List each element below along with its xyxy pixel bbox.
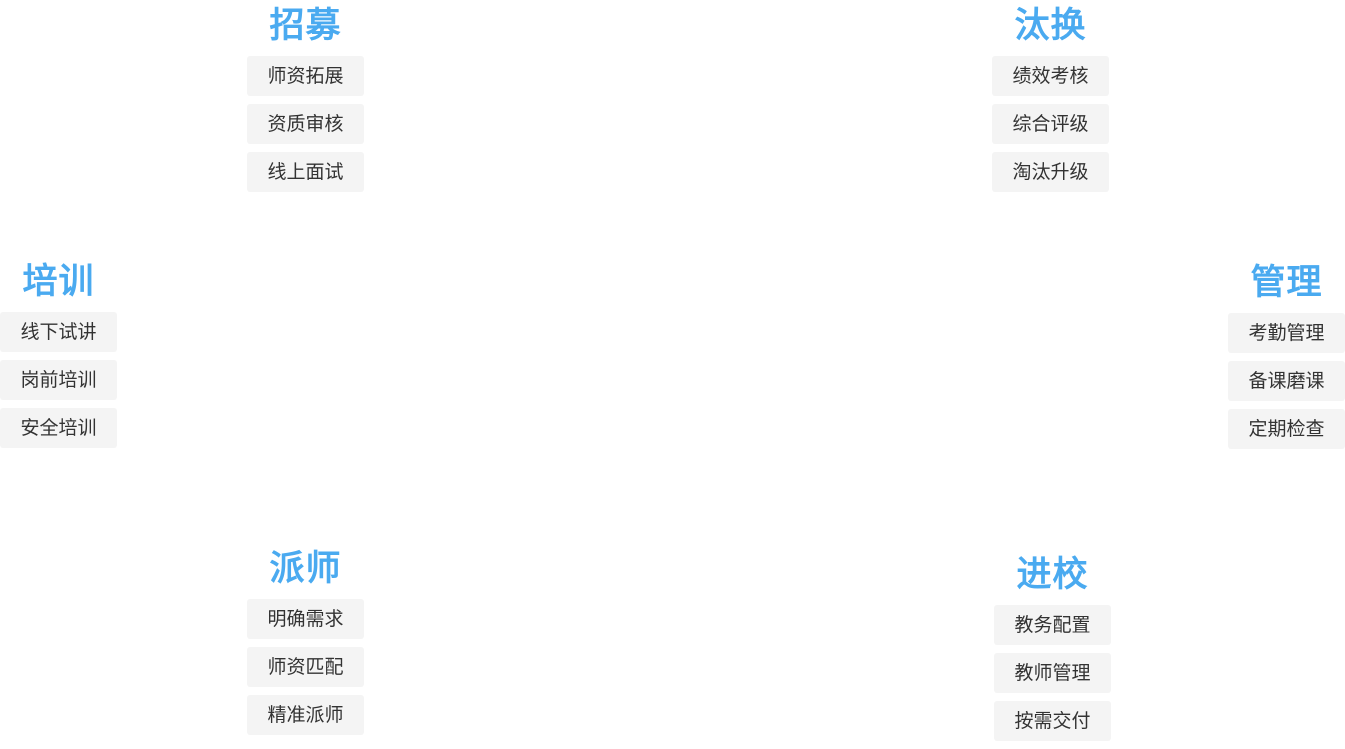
list-item: 线下试讲 <box>0 312 117 352</box>
group-management: 管理 考勤管理 备课磨课 定期检查 <box>1228 263 1345 457</box>
group-school-entry: 进校 教务配置 教师管理 按需交付 <box>994 555 1111 749</box>
list-item: 淘汰升级 <box>992 152 1109 192</box>
group-title: 派师 <box>269 549 342 589</box>
list-item: 按需交付 <box>994 701 1111 741</box>
list-item: 线上面试 <box>247 152 364 192</box>
list-item: 师资匹配 <box>247 647 364 687</box>
group-title: 汰换 <box>1014 6 1087 46</box>
list-item: 绩效考核 <box>992 56 1109 96</box>
group-training: 培训 线下试讲 岗前培训 安全培训 <box>0 262 117 456</box>
list-item: 岗前培训 <box>0 360 117 400</box>
group-title: 培训 <box>22 262 95 302</box>
group-title: 进校 <box>1016 555 1089 595</box>
group-title: 管理 <box>1250 263 1323 303</box>
list-item: 资质审核 <box>247 104 364 144</box>
list-item: 安全培训 <box>0 408 117 448</box>
group-dispatch: 派师 明确需求 师资匹配 精准派师 <box>247 549 364 743</box>
list-item: 定期检查 <box>1228 409 1345 449</box>
list-item: 教务配置 <box>994 605 1111 645</box>
list-item: 教师管理 <box>994 653 1111 693</box>
list-item: 综合评级 <box>992 104 1109 144</box>
list-item: 考勤管理 <box>1228 313 1345 353</box>
list-item: 师资拓展 <box>247 56 364 96</box>
list-item: 备课磨课 <box>1228 361 1345 401</box>
group-replace: 汰换 绩效考核 综合评级 淘汰升级 <box>992 6 1109 200</box>
list-item: 明确需求 <box>247 599 364 639</box>
group-recruit: 招募 师资拓展 资质审核 线上面试 <box>247 6 364 200</box>
list-item: 精准派师 <box>247 695 364 735</box>
group-title: 招募 <box>269 6 342 46</box>
